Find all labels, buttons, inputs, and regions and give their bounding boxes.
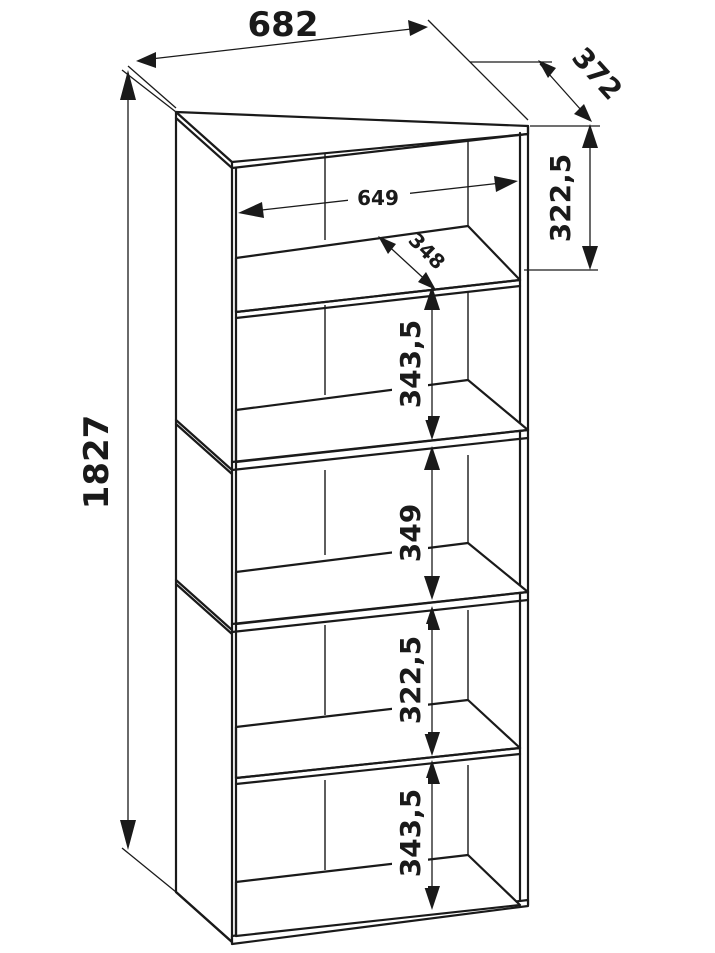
shelf-5-height-label: 343,5 (394, 789, 427, 878)
bottom-left-edge (174, 890, 234, 944)
top-panel-front-edge (230, 132, 530, 170)
inner-width-label: 649 (357, 186, 399, 210)
shelf-3 (230, 541, 530, 634)
shelf-1-height-label: 322,5 (544, 154, 577, 243)
module-seam-lower (174, 578, 234, 632)
inner-width-dimension: 649 (238, 176, 518, 218)
shelf-1 (234, 224, 522, 320)
overall-depth-label: 372 (565, 41, 629, 107)
depth-dimension: 372 (470, 41, 629, 127)
shelf-3-height-label: 349 (394, 504, 427, 562)
cabinet (174, 110, 530, 946)
shelf-3-height-dimension: 349 (392, 446, 440, 600)
left-side-panel (174, 110, 234, 944)
overall-width-label: 682 (248, 5, 319, 45)
height-dimension: 1827 (77, 69, 177, 893)
width-dimension: 682 (127, 5, 529, 121)
overall-height-label: 1827 (77, 415, 117, 510)
shelf-1-height-dimension: 322,5 (524, 124, 598, 271)
shelf-2-height-dimension: 343,5 (392, 286, 440, 440)
shelf-2-height-label: 343,5 (394, 320, 427, 409)
top-panel-thickness-edge (174, 116, 234, 170)
shelf-2 (230, 378, 530, 472)
shelf-4-height-label: 322,5 (394, 636, 427, 725)
shelf-4-height-dimension: 322,5 (392, 606, 440, 756)
shelf-4 (234, 698, 522, 786)
shelf-5-height-dimension: 343,5 (392, 760, 440, 910)
module-seam-upper-b (174, 422, 234, 476)
module-seam-lower-b (174, 582, 234, 636)
module-seam-upper (174, 418, 234, 472)
